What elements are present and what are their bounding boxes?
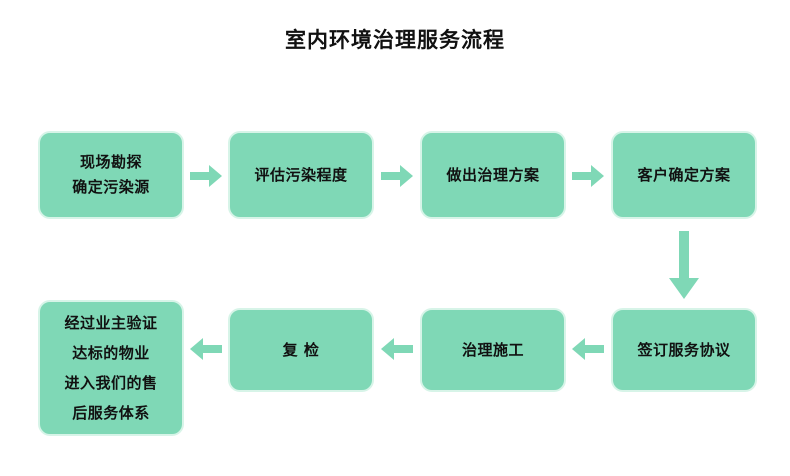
flow-node-sign-agreement[interactable]: 签订服务协议: [611, 308, 757, 392]
flow-node-label: 治理施工: [461, 340, 524, 359]
arrow-left-icon-5: [572, 338, 604, 360]
flow-node-make-plan[interactable]: 做出治理方案: [420, 131, 566, 219]
flow-node-after-sales[interactable]: 经过业主验证 达标的物业 进入我们的售 后服务体系: [38, 300, 184, 436]
arrow-down-icon-4: [669, 231, 699, 299]
flow-node-label: 客户确定方案: [637, 165, 731, 184]
flow-node-label: 做出治理方案: [446, 165, 540, 184]
flow-node-label: 经过业主验证 达标的物业 进入我们的售 后服务体系: [64, 314, 158, 422]
arrow-right-icon-2: [381, 165, 413, 187]
flow-node-treatment-work[interactable]: 治理施工: [420, 308, 566, 392]
flow-node-client-confirm[interactable]: 客户确定方案: [611, 131, 757, 219]
flow-node-label: 评估污染程度: [254, 165, 348, 184]
flow-node-label: 复 检: [282, 340, 320, 359]
arrow-left-icon-7: [190, 338, 222, 360]
flow-node-re-inspection[interactable]: 复 检: [228, 308, 374, 392]
flow-node-label: 现场勘探 确定污染源: [72, 153, 150, 196]
arrow-right-icon-3: [572, 165, 604, 187]
flow-node-label: 签订服务协议: [637, 340, 731, 359]
flow-node-site-survey[interactable]: 现场勘探 确定污染源: [38, 131, 184, 219]
arrow-left-icon-6: [381, 338, 413, 360]
arrow-right-icon-1: [190, 165, 222, 187]
flow-node-assess-pollution[interactable]: 评估污染程度: [228, 131, 374, 219]
page-title: 室内环境治理服务流程: [285, 28, 505, 52]
